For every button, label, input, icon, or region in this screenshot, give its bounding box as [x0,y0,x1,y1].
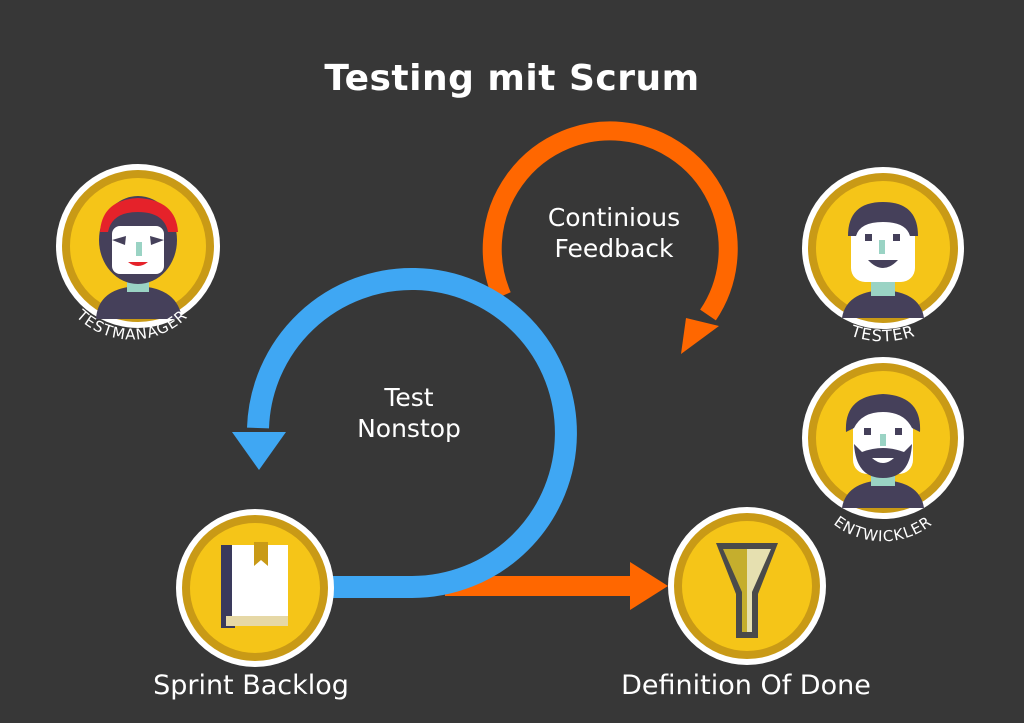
test-label-line1: Test [383,383,433,412]
tester-face-icon [842,202,924,318]
tester-avatar [802,167,964,329]
funnel-icon [716,543,778,638]
sprint-backlog-label: Sprint Backlog [153,670,349,701]
book-icon [221,542,288,628]
diagram-title: Testing mit Scrum [324,58,700,99]
definition-of-done-node [668,507,826,665]
woman-face-icon [96,196,182,319]
to-done-arrow [445,562,668,610]
sprint-backlog-node [176,509,334,667]
definition-of-done-label: Definition Of Done [621,670,871,701]
continuous-feedback-arrow [482,121,738,354]
entwickler-avatar [802,357,964,519]
test-nonstop-arrow [232,268,577,598]
feedback-label-line1: Continious [548,203,680,232]
developer-face-icon [842,394,924,508]
feedback-label-line2: Feedback [554,234,674,263]
testmanager-avatar [56,164,220,328]
test-label-line2: Nonstop [357,414,461,443]
